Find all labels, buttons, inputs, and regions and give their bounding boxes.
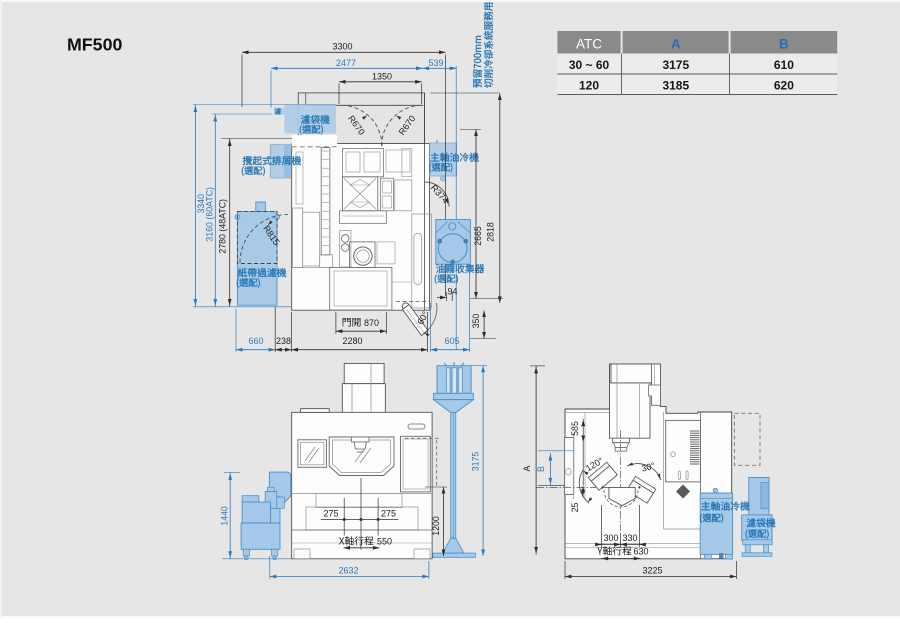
svg-text:2780 (48ATC): 2780 (48ATC) (218, 199, 228, 254)
svg-text:94: 94 (447, 287, 457, 297)
svg-text:300: 300 (603, 533, 618, 543)
svg-text:275: 275 (323, 508, 338, 518)
svg-text:120: 120 (579, 78, 599, 92)
svg-text:ATC: ATC (576, 37, 602, 52)
svg-text:238: 238 (276, 336, 291, 346)
svg-text:2818: 2818 (486, 222, 496, 242)
svg-text:B: B (536, 466, 546, 472)
svg-text:2632: 2632 (338, 566, 358, 576)
svg-text:3225: 3225 (642, 566, 662, 576)
svg-text:1440: 1440 (219, 506, 229, 526)
svg-text:3300: 3300 (332, 42, 352, 52)
svg-text:2280: 2280 (342, 336, 362, 346)
svg-text:275: 275 (381, 508, 396, 518)
svg-text:2477: 2477 (336, 58, 356, 68)
svg-text:A: A (671, 37, 681, 52)
svg-text:870: 870 (364, 318, 379, 328)
svg-text:3340: 3340 (196, 194, 206, 214)
svg-text:3160 (60ATC): 3160 (60ATC) (204, 187, 214, 242)
svg-text:3175: 3175 (662, 58, 689, 72)
svg-text:550: 550 (377, 537, 392, 547)
svg-text:30 ~ 60: 30 ~ 60 (569, 58, 610, 72)
svg-text:MF500: MF500 (67, 35, 122, 55)
svg-text:660: 660 (248, 336, 263, 346)
svg-text:620: 620 (774, 78, 794, 92)
svg-text:1350: 1350 (372, 71, 392, 81)
svg-text:25: 25 (570, 503, 580, 513)
svg-text:585: 585 (570, 421, 580, 436)
svg-text:30°: 30° (640, 460, 656, 473)
svg-text:A: A (522, 465, 532, 471)
svg-text:3185: 3185 (662, 78, 689, 92)
svg-text:539: 539 (428, 58, 443, 68)
svg-text:630: 630 (633, 547, 648, 557)
svg-text:2665: 2665 (473, 226, 483, 246)
svg-text:350: 350 (471, 314, 481, 329)
svg-text:3175: 3175 (470, 452, 480, 472)
svg-text:610: 610 (774, 58, 794, 72)
svg-text:330: 330 (622, 533, 637, 543)
svg-text:B: B (779, 37, 789, 52)
svg-text:605: 605 (444, 336, 459, 346)
svg-text:1200: 1200 (431, 516, 441, 536)
